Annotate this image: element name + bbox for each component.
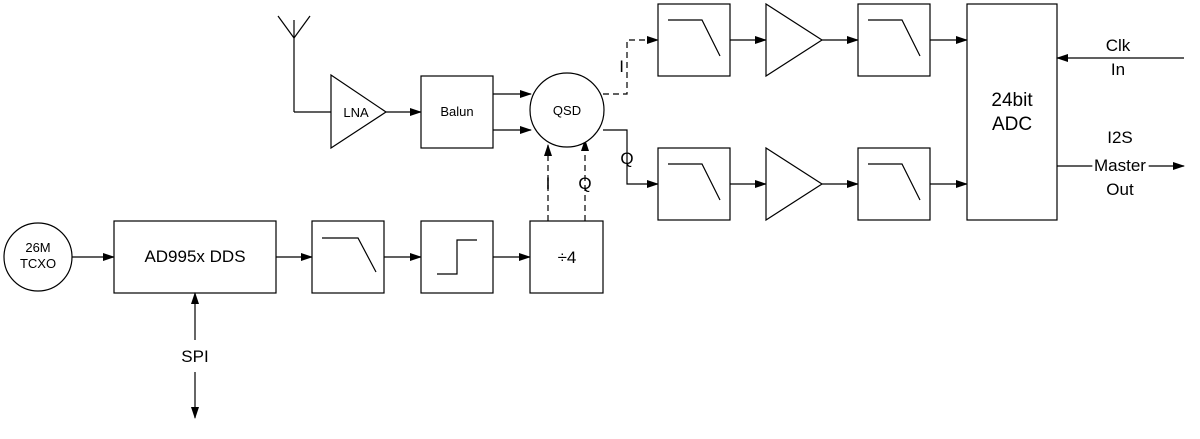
clk-in-label-line1: Clk (1106, 36, 1131, 55)
tcxo-block: 26M TCXO (3, 222, 73, 292)
tcxo-label-line1: 26M (25, 240, 50, 255)
i2s-label-line2: Master (1094, 156, 1146, 175)
spi-label: SPI (181, 347, 208, 366)
dds-block: AD995x DDS (113, 220, 277, 294)
lowpass-filter-icon (668, 163, 721, 201)
i-path-wire (603, 36, 659, 95)
i-amplifier-triangle-icon (765, 2, 824, 78)
lna-block: LNA (330, 73, 388, 150)
divider-label: ÷4 (558, 248, 577, 267)
i-lowpass-filter-1 (657, 3, 731, 77)
i-lowpass-filter-2 (857, 3, 931, 77)
lna-label: LNA (343, 105, 369, 120)
lo-q-label: Q (578, 174, 591, 193)
balun-block: Balun (420, 75, 494, 149)
lowpass-filter-icon (668, 19, 721, 57)
qsd-label: QSD (553, 103, 581, 118)
adc-label-line2: ADC (992, 114, 1032, 135)
qsd-block: QSD (529, 72, 605, 148)
tcxo-label-line2: TCXO (20, 256, 56, 271)
q-path-label: Q (620, 149, 633, 168)
balun-label: Balun (440, 104, 473, 119)
adc-block: 24bit ADC (966, 3, 1058, 221)
lowpass-filter-icon (868, 19, 921, 57)
q-amplifier-triangle-icon (765, 146, 824, 222)
divider-block: ÷4 (529, 220, 604, 294)
dds-label: AD995x DDS (144, 247, 245, 266)
clk-in-label-line2: In (1111, 60, 1125, 79)
adc-label-line1: 24bit (991, 90, 1033, 111)
q-path-wire (603, 129, 659, 188)
i-path-label: I (619, 57, 624, 76)
squarer-block (420, 220, 494, 294)
i2s-label-line1: I2S (1107, 128, 1133, 147)
q-lowpass-filter-1 (657, 147, 731, 221)
lowpass-filter-icon (868, 163, 921, 201)
q-lowpass-filter-2 (857, 147, 931, 221)
amplifier-triangle-icon (330, 73, 388, 150)
square-wave-icon (437, 239, 477, 275)
i2s-label-line3: Out (1106, 180, 1134, 199)
lo-lowpass-filter (311, 220, 385, 294)
lo-i-label: I (546, 174, 551, 193)
antenna-icon (277, 15, 311, 112)
lowpass-filter-icon (322, 237, 377, 273)
